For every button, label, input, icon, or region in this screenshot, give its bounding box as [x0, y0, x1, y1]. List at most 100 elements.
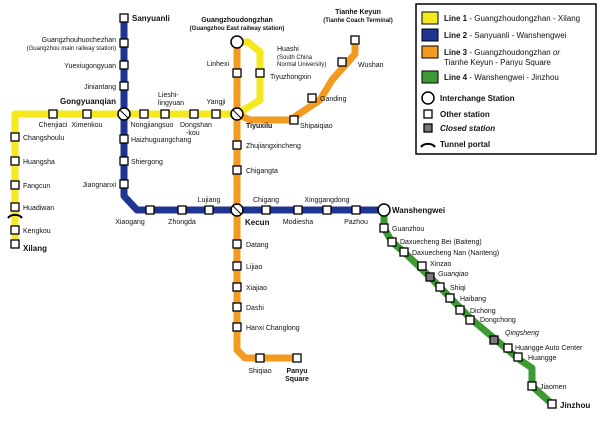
label-haizhuguangchang: Haizhuguangchang	[131, 137, 191, 144]
station-jiaomen[interactable]	[527, 381, 537, 391]
station-jinzhou[interactable]	[547, 399, 557, 409]
station-dichong[interactable]	[455, 305, 465, 315]
station-changshoulu[interactable]	[10, 132, 20, 142]
station-daxuecheng-bei[interactable]	[387, 237, 397, 247]
station-tianhekeyun[interactable]	[350, 35, 360, 45]
label-huashi-sub1: (South China	[277, 55, 313, 61]
station-shiergong[interactable]	[119, 156, 129, 166]
station-wushan[interactable]	[337, 57, 347, 67]
station-xiaogang[interactable]	[145, 205, 155, 215]
label-tiyuxilu: Tiyuxilu	[246, 123, 272, 130]
station-huangsha[interactable]	[10, 156, 20, 166]
label-shiqi: Shiqi	[450, 285, 466, 292]
label-xilang: Xilang	[23, 244, 47, 253]
label-panyusquare-2: Square	[285, 376, 309, 383]
station-shipaiqiao[interactable]	[289, 115, 299, 125]
station-chenjiaci[interactable]	[48, 109, 58, 119]
label-guangzhouhuochezhan: Guangzhouhuochezhan	[42, 37, 116, 44]
interchange-mark	[119, 109, 129, 119]
legend-closed-station-icon	[423, 123, 433, 133]
label-wushan: Wushan	[358, 62, 384, 69]
label-dongshankou-1: Dongshan	[180, 122, 212, 129]
label-kengkou: Kengkou	[23, 228, 51, 235]
station-zhongda[interactable]	[177, 205, 187, 215]
label-hanxichanglong: Hanxi Changlong	[246, 325, 300, 332]
label-fangcun: Fangcun	[23, 183, 50, 190]
station-panyusquare[interactable]	[292, 353, 302, 363]
station-yuexiugongyuan[interactable]	[119, 60, 129, 70]
legend-other-station-icon	[423, 109, 433, 119]
label-jiniantang: Jiniantang	[84, 84, 116, 91]
station-shiqi[interactable]	[435, 282, 445, 292]
station-ximenkou[interactable]	[82, 109, 92, 119]
station-jiniantang[interactable]	[119, 81, 129, 91]
interchange-wanshengwei[interactable]	[377, 203, 391, 217]
label-chenjiaci: Chenjiaci	[39, 122, 68, 129]
station-ganding[interactable]	[307, 93, 317, 103]
station-linhexi[interactable]	[232, 68, 242, 78]
label-chigang: Chigang	[253, 197, 279, 204]
station-xiajiao[interactable]	[232, 282, 242, 292]
label-haibang: Haibang	[460, 296, 486, 303]
station-huangge-auto-center[interactable]	[503, 343, 513, 353]
station-lijiao[interactable]	[232, 261, 242, 271]
station-xinggangdong[interactable]	[322, 205, 332, 215]
station-dongshankou[interactable]	[189, 109, 199, 119]
station-xinzao[interactable]	[417, 261, 427, 271]
label-shipaiqiao: Shipaiqiao	[300, 123, 333, 130]
label-chigangta: Chigangta	[246, 168, 278, 175]
station-lieshilingyuan[interactable]	[160, 109, 170, 119]
interchange-mark	[232, 109, 242, 119]
station-pazhou[interactable]	[351, 205, 361, 215]
label-dichong: Dichong	[470, 308, 496, 315]
station-huangge[interactable]	[513, 352, 523, 362]
station-fangcun[interactable]	[10, 180, 20, 190]
station-guanqiao[interactable]	[425, 272, 435, 282]
station-chigangta[interactable]	[232, 165, 242, 175]
label-guangzhouhuochezhan-sub: (Guangzhou main railway station)	[27, 46, 116, 52]
station-huashi[interactable]	[255, 68, 265, 78]
station-hanxichanglong[interactable]	[232, 322, 242, 332]
label-pazhou: Pazhou	[344, 219, 368, 226]
station-xilang[interactable]	[10, 239, 20, 249]
station-yangji[interactable]	[211, 109, 221, 119]
station-qingsheng[interactable]	[489, 335, 499, 345]
station-dongchong[interactable]	[465, 315, 475, 325]
label-dongchong: Dongchong	[480, 317, 516, 324]
station-huadiwan[interactable]	[10, 202, 20, 212]
station-zhujiangxincheng[interactable]	[232, 140, 242, 150]
station-guanzhou[interactable]	[379, 223, 389, 233]
label-jinzhou: Jinzhou	[560, 401, 590, 410]
station-lujiang[interactable]	[204, 205, 214, 215]
line-2-route	[120, 18, 384, 214]
legend-line-1: Line 1 - Guangzhoudongzhan - Xilang	[421, 11, 580, 25]
line-3-trunk	[233, 114, 297, 362]
station-haizhuguangchang[interactable]	[119, 134, 129, 144]
station-nongjiangsuo[interactable]	[139, 109, 149, 119]
label-wanshengwei: Wanshengwei	[392, 206, 445, 215]
label-xiajiao: Xiajiao	[246, 285, 267, 292]
line-3-branch-tianhe	[235, 40, 359, 124]
station-kengkou[interactable]	[10, 225, 20, 235]
station-daxuecheng-nan[interactable]	[399, 247, 409, 257]
station-guangzhouhuochezhan[interactable]	[119, 38, 129, 48]
interchange-guangzhoudongzhan[interactable]	[230, 35, 244, 49]
interchange-mark	[232, 205, 242, 215]
label-daxuecheng-bei: Daxuecheng Bei (Baiteng)	[400, 239, 482, 246]
label-huangge: Huangge	[528, 355, 557, 362]
station-modiesha[interactable]	[293, 205, 303, 215]
legend-tunnel-portal-icon	[420, 142, 436, 148]
label-datang: Datang	[246, 242, 269, 249]
station-dashi[interactable]	[232, 302, 242, 312]
station-datang[interactable]	[232, 239, 242, 249]
station-haibang[interactable]	[445, 293, 455, 303]
station-jiangnanxi[interactable]	[119, 179, 129, 189]
station-chigang[interactable]	[261, 205, 271, 215]
label-guangzhoudongzhan-sub: (Guangzhou East railway station)	[190, 26, 285, 32]
label-huangsha: Huangsha	[23, 159, 55, 166]
station-sanyuanli[interactable]	[119, 13, 129, 23]
label-lieshilingyuan-1: Lieshi-	[158, 92, 179, 99]
legend-line-4: Line 4 - Wanshengwei - Jinzhou	[421, 70, 559, 84]
station-shiqiao[interactable]	[255, 353, 265, 363]
